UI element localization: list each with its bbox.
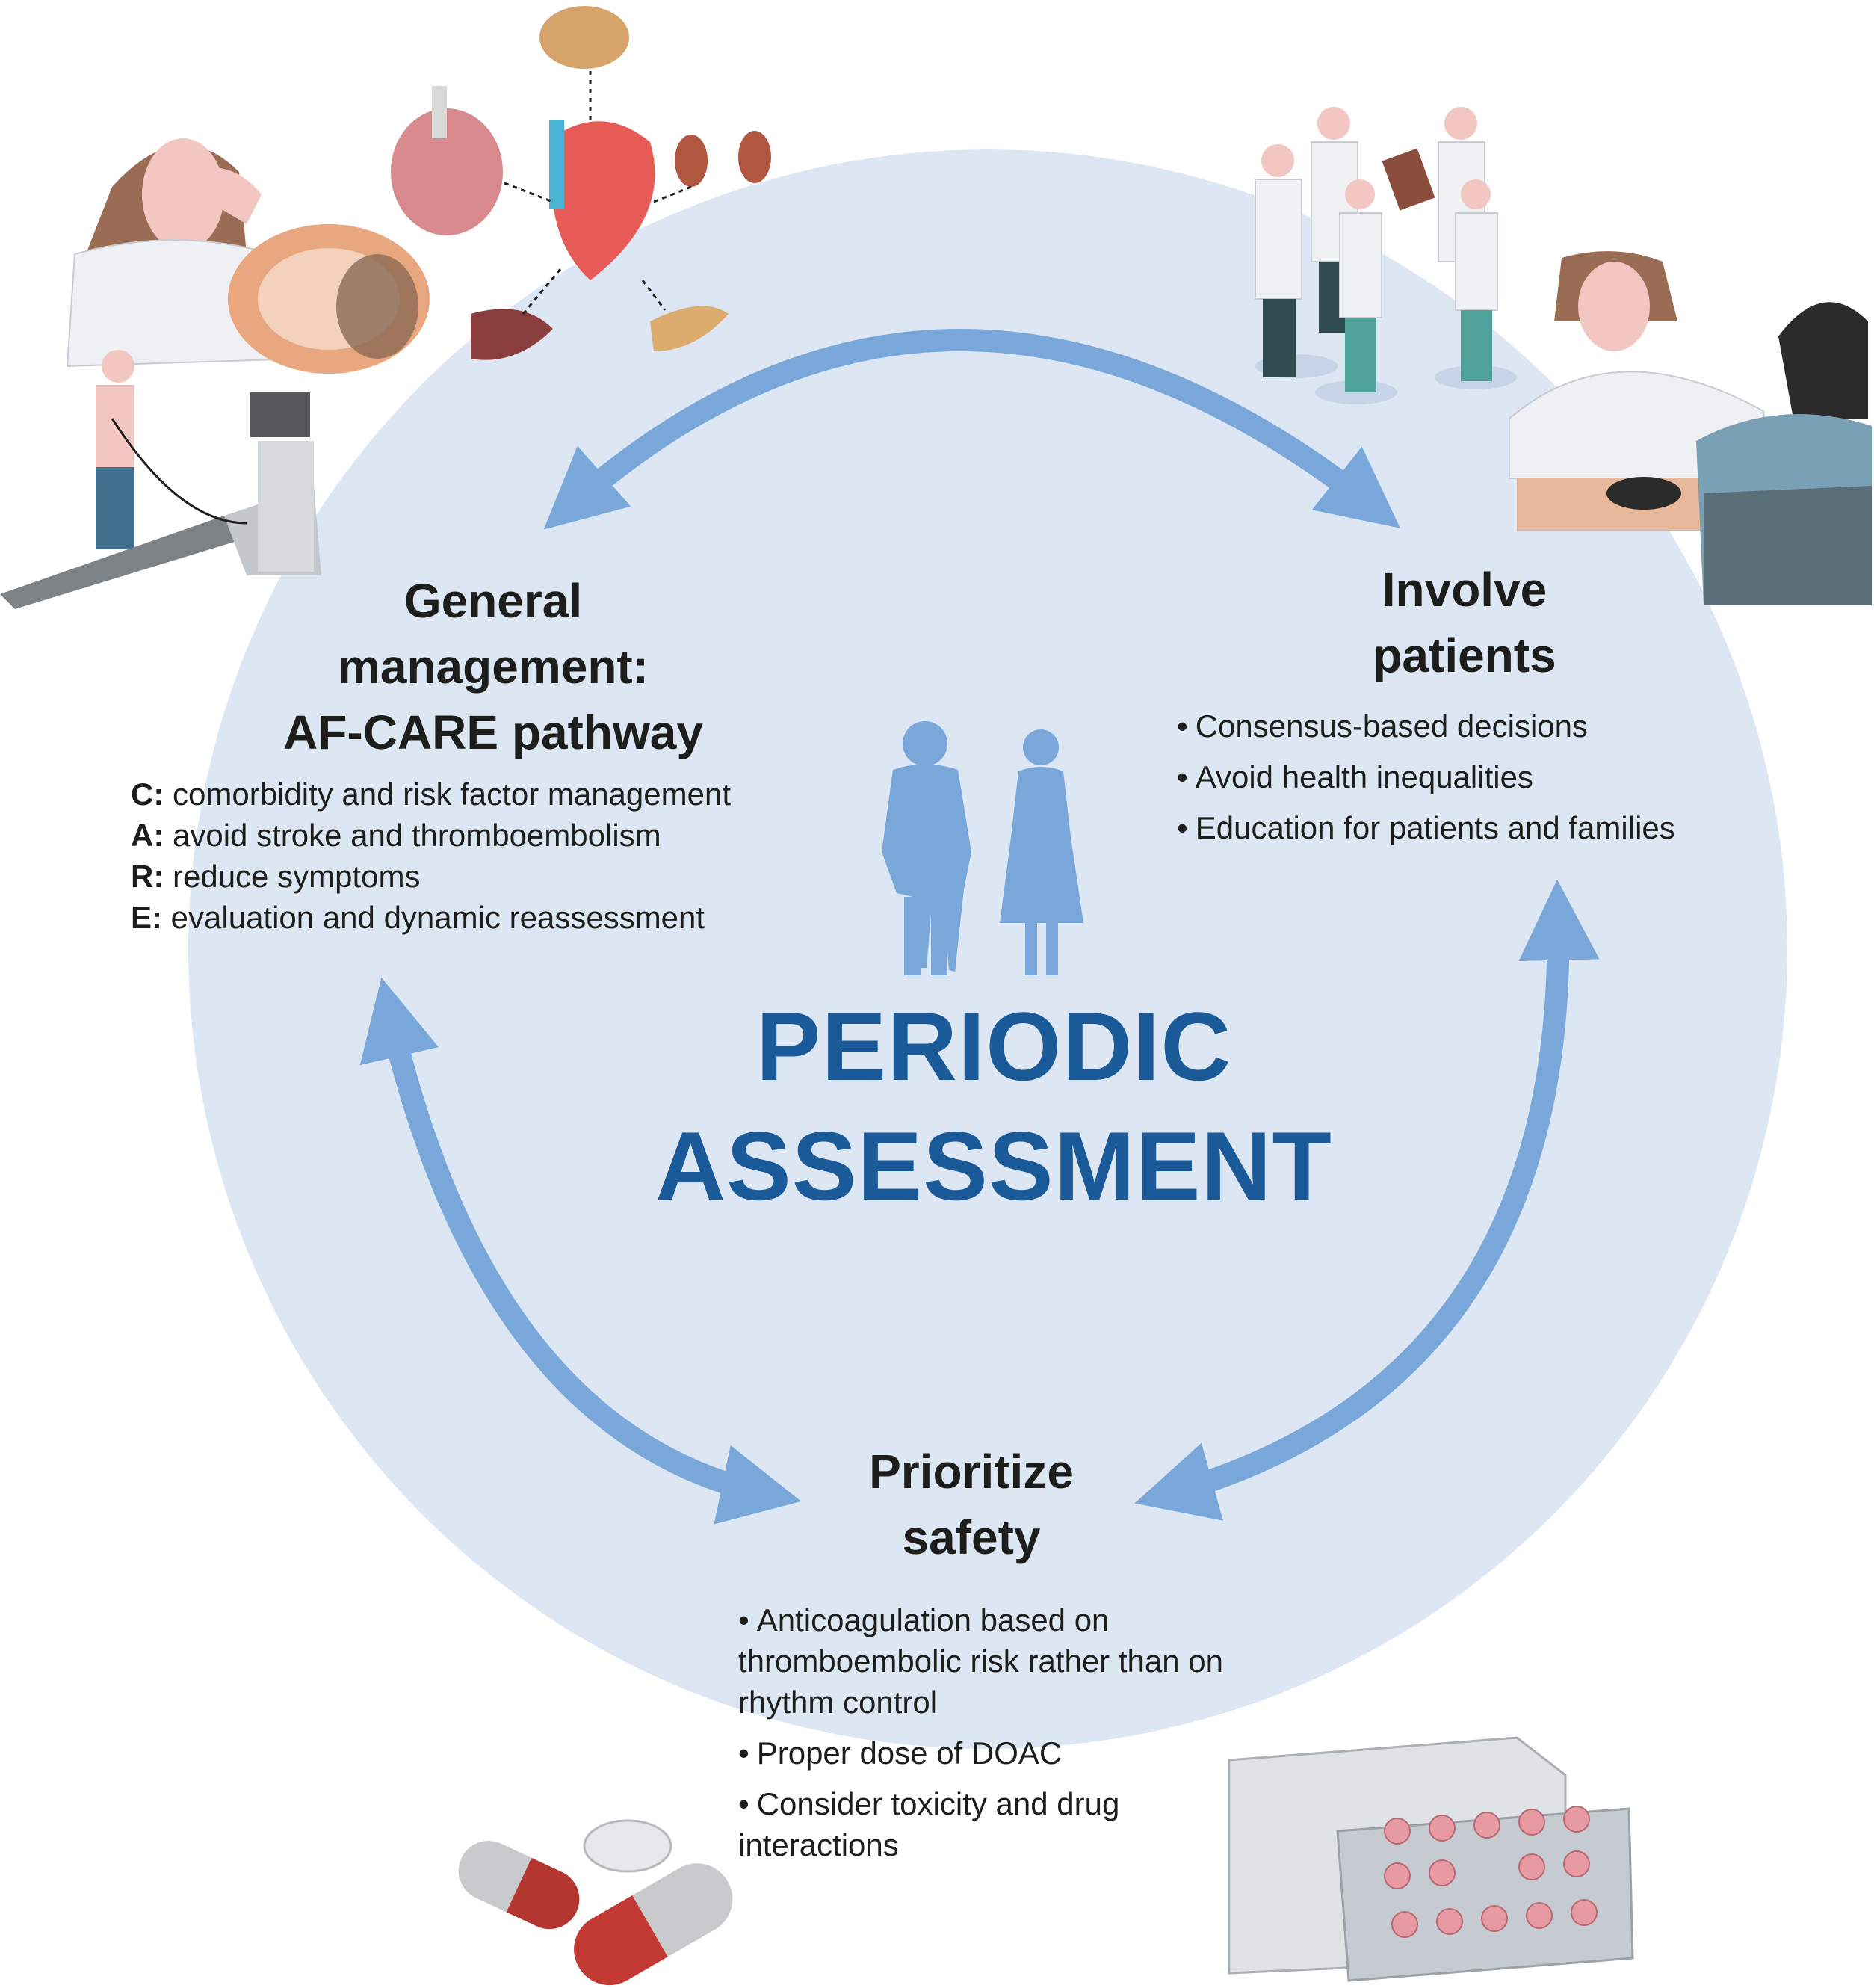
- involve-bullets: •Consensus-based decisions •Avoid health…: [1177, 706, 1760, 858]
- af-care-text: evaluation and dynamic reassessment: [170, 900, 705, 935]
- bullet-text: Education for patients and families: [1195, 810, 1675, 845]
- involve-bullet: •Education for patients and families: [1177, 810, 1675, 845]
- involve-bullet: •Consensus-based decisions: [1177, 709, 1589, 744]
- doctor-consult-icon: [1509, 251, 1872, 605]
- periodic-assessment-title: PERIODIC ASSESSMENT: [620, 987, 1367, 1226]
- title-line-2: ASSESSMENT: [655, 1111, 1332, 1220]
- cycle-arrows: [359, 329, 1600, 1525]
- patient-exam-icon: [0, 138, 430, 609]
- arrow-top: [543, 329, 1400, 530]
- af-care-text: reduce symptoms: [173, 859, 421, 894]
- af-care-key: A:: [131, 818, 164, 853]
- involve-bullet: •Avoid health inequalities: [1177, 759, 1533, 794]
- safety-heading-line-2: safety: [902, 1510, 1041, 1564]
- af-care-item-c: C: comorbidity and risk factor managemen…: [131, 774, 848, 815]
- general-heading-line-2: management:: [337, 640, 649, 694]
- general-management-heading: General management: AF-CARE pathway: [224, 568, 762, 765]
- capsules-icon: [458, 1819, 733, 1986]
- involve-heading-line-1: Involve: [1382, 563, 1547, 617]
- af-care-item-a: A: avoid stroke and thromboembolism: [131, 815, 848, 856]
- prioritize-safety-heading: Prioritize safety: [822, 1439, 1121, 1570]
- clinician-team-icon: [1255, 107, 1517, 404]
- involve-heading-line-2: patients: [1373, 629, 1556, 682]
- general-heading-line-3: AF-CARE pathway: [283, 706, 703, 759]
- arrow-left: [359, 977, 802, 1525]
- af-care-item-r: R: reduce symptoms: [131, 856, 848, 897]
- arrow-right: [1134, 879, 1600, 1521]
- bullet-text: Anticoagulation based on thromboembolic …: [738, 1602, 1223, 1720]
- af-care-key: R:: [131, 859, 164, 894]
- pill-blister-icon: [1228, 1736, 1634, 1982]
- af-care-key: C:: [131, 777, 164, 812]
- bullet-text: Consider toxicity and drug interactions: [738, 1786, 1120, 1862]
- af-care-item-e: E: evaluation and dynamic reassessment: [131, 897, 848, 938]
- safety-bullet: •Consider toxicity and drug interactions: [738, 1786, 1120, 1862]
- involve-patients-heading: Involve patients: [1255, 557, 1674, 688]
- organs-icon: [391, 6, 771, 360]
- bullet-text: Avoid health inequalities: [1195, 759, 1533, 794]
- safety-heading-line-1: Prioritize: [869, 1445, 1074, 1498]
- title-line-1: PERIODIC: [755, 992, 1232, 1101]
- general-heading-line-1: General: [403, 574, 583, 628]
- safety-bullet: •Anticoagulation based on thromboembolic…: [738, 1602, 1223, 1720]
- safety-bullets: •Anticoagulation based on thromboembolic…: [738, 1599, 1261, 1875]
- af-care-key: E:: [131, 900, 162, 935]
- safety-bullet: •Proper dose of DOAC: [738, 1735, 1063, 1771]
- elderly-couple-icon: [882, 721, 1083, 975]
- af-care-text: avoid stroke and thromboembolism: [173, 818, 661, 853]
- af-care-list: C: comorbidity and risk factor managemen…: [131, 774, 848, 938]
- bullet-text: Consensus-based decisions: [1195, 709, 1589, 744]
- af-care-text: comorbidity and risk factor management: [173, 777, 731, 812]
- bullet-text: Proper dose of DOAC: [756, 1735, 1063, 1771]
